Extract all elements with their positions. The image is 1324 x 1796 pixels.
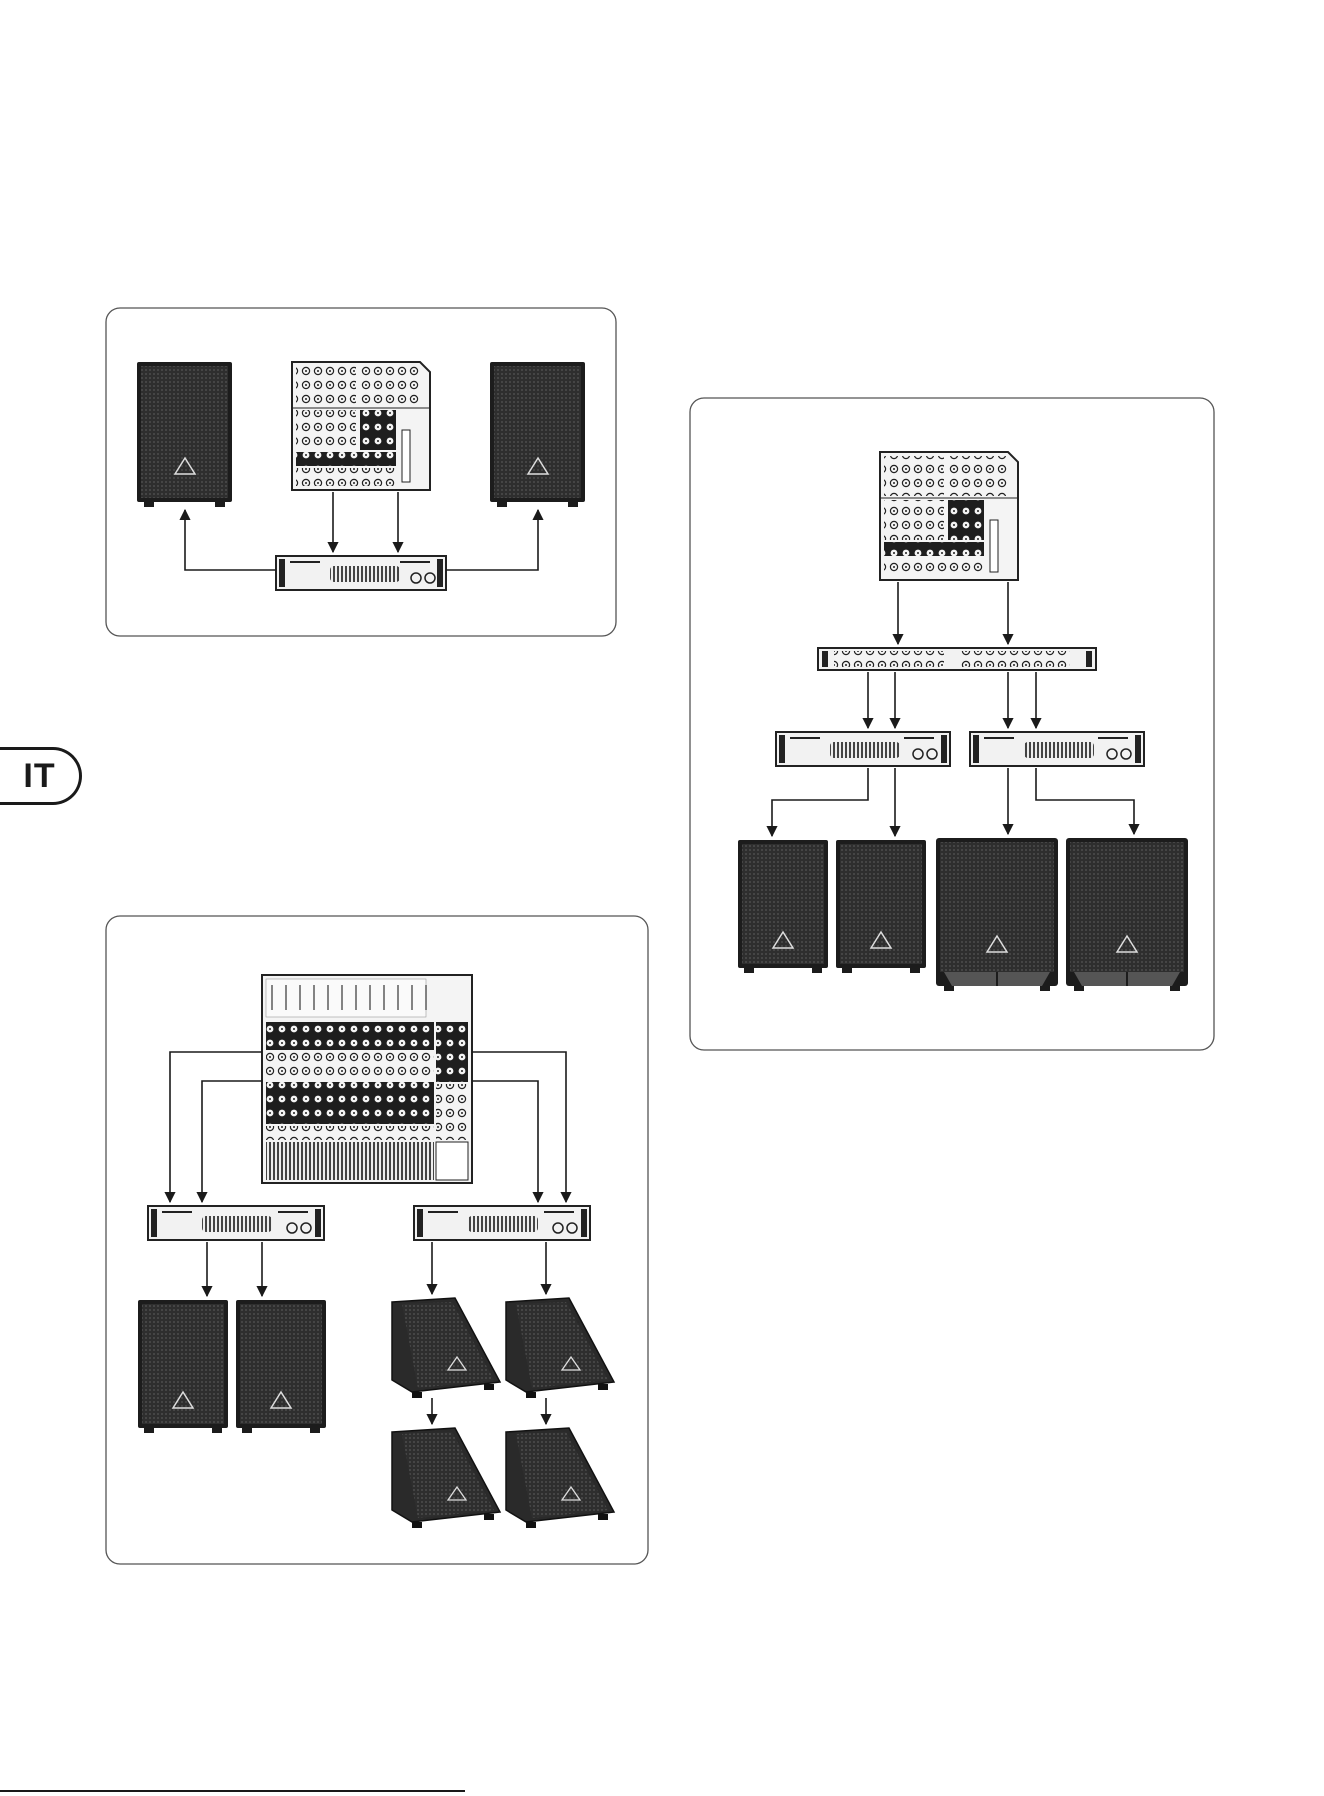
speaker-main-left [138, 1300, 228, 1433]
amplifier-to-speaker-right [446, 510, 538, 570]
figure-stereo-pa [106, 308, 616, 636]
amp-to-top-left [772, 768, 868, 836]
speaker-main-right [236, 1300, 326, 1433]
speaker-right [490, 362, 585, 507]
subwoofer-left [936, 838, 1058, 991]
power-amplifier-top [776, 732, 950, 766]
speaker-left [137, 362, 232, 507]
stage-monitor-3 [392, 1428, 500, 1528]
main-out-right [202, 1081, 262, 1202]
crossover [818, 648, 1096, 670]
large-mixer [262, 975, 472, 1183]
subwoofer-right [1066, 838, 1188, 991]
stage-monitor-1 [392, 1298, 500, 1398]
power-amplifier-sub [970, 732, 1144, 766]
stage-monitor-2 [506, 1298, 614, 1398]
power-amplifier [276, 556, 446, 590]
footer-rule [0, 1790, 465, 1792]
amplifier-to-speaker-left [185, 510, 276, 570]
figure-main-and-monitors [106, 916, 648, 1564]
language-tab[interactable]: IT [0, 747, 82, 805]
connections [772, 582, 1134, 836]
language-tab-label: IT [23, 757, 55, 796]
mixer [880, 452, 1018, 580]
main-out-left [170, 1052, 262, 1202]
speaker-top-left [738, 840, 828, 973]
mixer [292, 362, 430, 490]
stage-monitor-4 [506, 1428, 614, 1528]
speaker-top-right [836, 840, 926, 973]
amp-to-sub-right [1036, 768, 1134, 834]
power-amplifier-monitor [414, 1206, 590, 1240]
aux-out-1 [472, 1052, 566, 1202]
aux-out-2 [472, 1081, 538, 1202]
power-amplifier-main [148, 1206, 324, 1240]
figure-biamp-crossover [690, 398, 1214, 1050]
